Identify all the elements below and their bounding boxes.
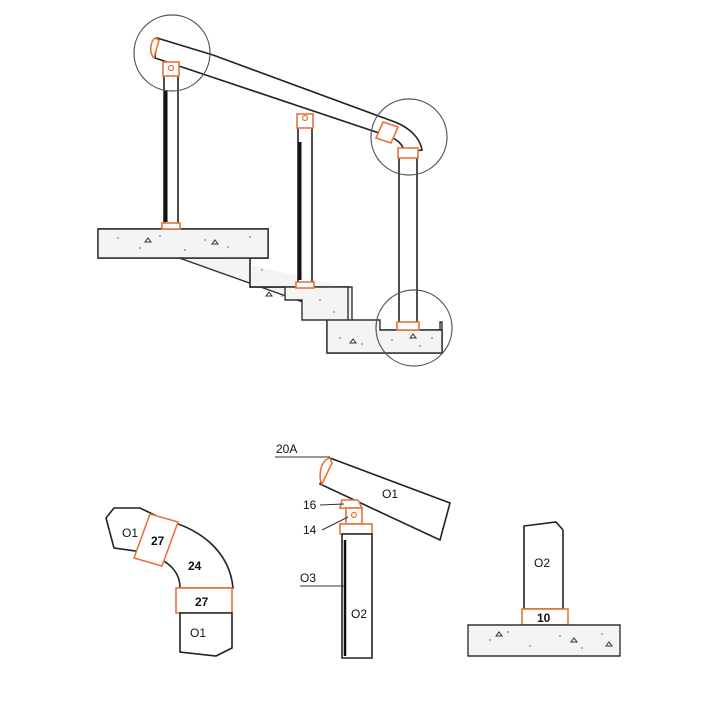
base-speckles <box>489 631 613 649</box>
stair-overview <box>97 14 453 367</box>
label-elbow-body: 24 <box>188 559 202 573</box>
label-base-post: O2 <box>534 556 550 570</box>
base-left <box>161 222 181 230</box>
elbow-ring-bottom <box>175 587 233 614</box>
label-joint-post-tube: O2 <box>351 607 367 621</box>
joint-post-tube <box>341 533 373 659</box>
detail-circle-base <box>375 289 453 367</box>
base-right <box>396 321 420 331</box>
label-joint-rail-tube: O1 <box>382 487 398 501</box>
detail-joint: 20A 16 14 O3 O1 O2 <box>275 442 451 659</box>
base-middle <box>295 281 315 289</box>
label-elbow-tube-bottom: O1 <box>190 626 206 640</box>
post-right <box>398 149 418 325</box>
label-joint-endcap: 20A <box>276 442 297 456</box>
elbow-ring-top <box>132 513 180 567</box>
label-joint-fitting-14: 14 <box>303 523 317 537</box>
label-elbow-ring-top: 27 <box>151 534 165 548</box>
label-elbow-tube-top: O1 <box>122 526 138 540</box>
base-post-tube <box>523 521 564 610</box>
fitting-right-ring <box>397 147 419 159</box>
elbow-tube-lower <box>179 612 233 657</box>
concrete-speckles <box>117 235 433 347</box>
detail-circle-top <box>133 14 211 92</box>
label-elbow-ring-bottom: 27 <box>195 595 209 609</box>
fitting-elbow-overview <box>374 121 400 144</box>
fitting-endcap-overview <box>149 37 160 60</box>
detail-elbow: O1 27 24 27 O1 <box>105 507 234 657</box>
label-joint-post: O3 <box>300 571 316 585</box>
label-joint-fitting-16: 16 <box>303 498 317 512</box>
detail-base: O2 10 <box>467 521 621 657</box>
detail-circle-elbow <box>370 98 448 176</box>
joint-endcap <box>319 457 333 486</box>
label-base-flange: 10 <box>537 611 551 625</box>
joint-post-collar <box>339 523 373 535</box>
